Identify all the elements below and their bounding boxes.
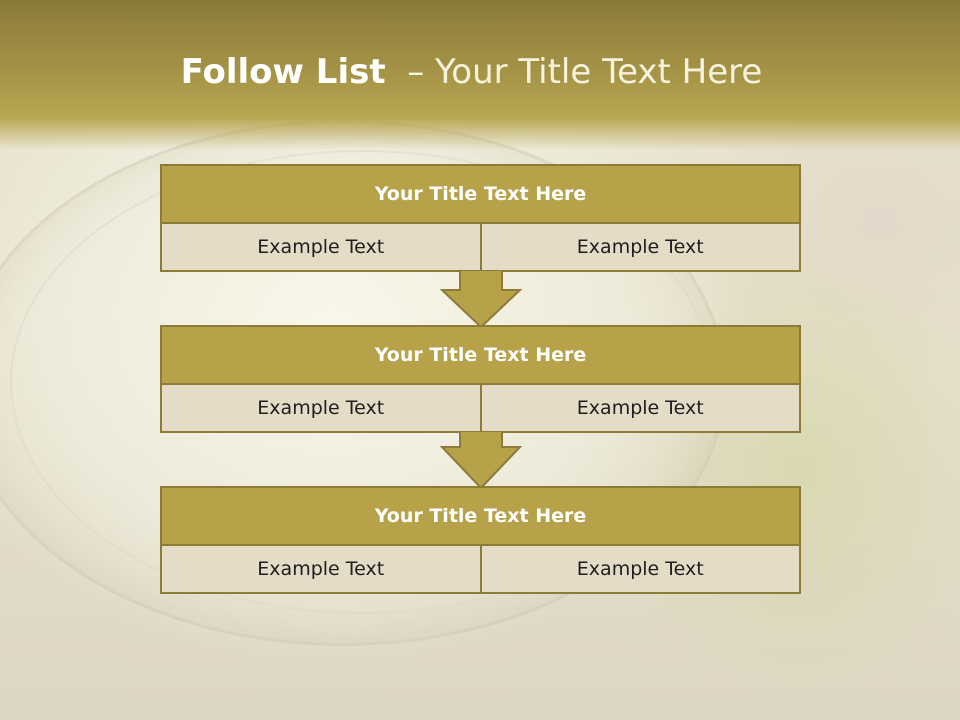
header-band bbox=[0, 0, 960, 150]
step-block-2: Your Title Text Here Example Text Exampl… bbox=[160, 325, 801, 433]
step-block-1: Your Title Text Here Example Text Exampl… bbox=[160, 164, 801, 272]
step-title-2: Your Title Text Here bbox=[162, 327, 799, 385]
step-2-right-text: Example Text bbox=[479, 385, 799, 431]
step-row-3: Example Text Example Text bbox=[162, 546, 799, 592]
page-title-rest: – Your Title Text Here bbox=[385, 52, 763, 92]
step-2-left-text: Example Text bbox=[162, 385, 480, 431]
step-1-right-text: Example Text bbox=[479, 224, 799, 270]
page-title-bold: Follow List bbox=[180, 52, 386, 92]
step-1-left-text: Example Text bbox=[162, 224, 480, 270]
step-title-3: Your Title Text Here bbox=[162, 488, 799, 546]
step-row-1: Example Text Example Text bbox=[162, 224, 799, 270]
step-row-2: Example Text Example Text bbox=[162, 385, 799, 431]
step-3-right-text: Example Text bbox=[479, 546, 799, 592]
page-title: Follow List – Your Title Text Here bbox=[0, 52, 943, 92]
step-title-1: Your Title Text Here bbox=[162, 166, 799, 224]
down-arrow-icon bbox=[440, 270, 522, 328]
step-block-3: Your Title Text Here Example Text Exampl… bbox=[160, 486, 801, 594]
down-arrow-icon bbox=[440, 431, 522, 489]
step-3-left-text: Example Text bbox=[162, 546, 480, 592]
